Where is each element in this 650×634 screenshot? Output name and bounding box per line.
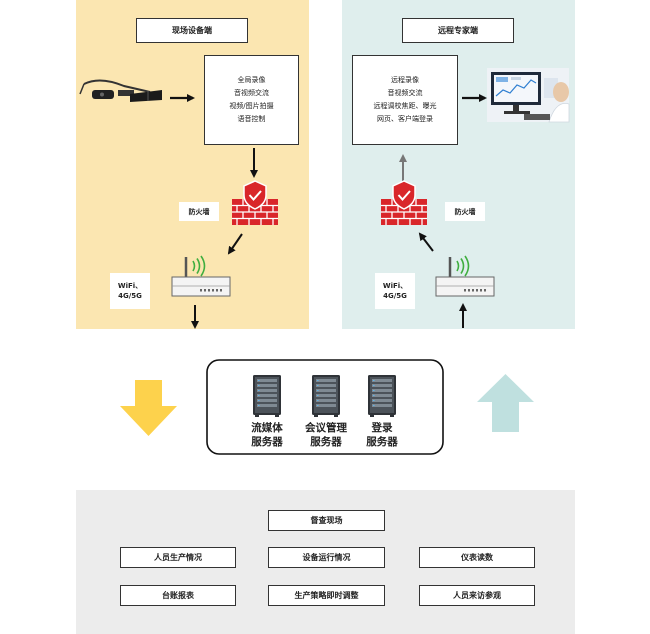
firewall-to-router-arrow bbox=[227, 233, 243, 255]
server-icon bbox=[312, 375, 340, 417]
router-icon bbox=[170, 254, 232, 298]
router-icon bbox=[434, 254, 496, 298]
firewall-icon bbox=[231, 180, 279, 226]
remote-feature-list: 远程录像 音视频交流 远程调校焦距、曝光 网页、客户端登录 bbox=[352, 55, 458, 145]
supervision-title: 督查现场 bbox=[268, 510, 385, 531]
server-label-line: 服务器 bbox=[310, 436, 342, 448]
field-device-title: 现场设备端 bbox=[136, 18, 248, 43]
server-icon bbox=[253, 375, 281, 417]
server-icon bbox=[368, 375, 396, 417]
bottom-item: 人员生产情况 bbox=[120, 547, 236, 568]
field-feature-list: 全局录像 音视频交流 视频/图片拍摄 语音控制 bbox=[204, 55, 299, 145]
meeting-server-label: 会议管理 服务器 bbox=[291, 421, 361, 449]
feature-item: 语音控制 bbox=[237, 115, 266, 123]
server-label-line: 登录 bbox=[371, 422, 393, 434]
server-label-line: 流媒体 bbox=[251, 422, 283, 434]
login-server-label: 登录 服务器 bbox=[347, 421, 417, 449]
bottom-item: 仪表读数 bbox=[419, 547, 535, 568]
feature-item: 全局录像 bbox=[237, 76, 266, 84]
feature-item: 视频/图片拍摄 bbox=[229, 102, 274, 110]
bottom-item: 设备运行情况 bbox=[268, 547, 385, 568]
smart-glasses-icon bbox=[79, 79, 162, 102]
server-label-line: 会议管理 bbox=[305, 422, 347, 434]
big-down-arrow bbox=[120, 380, 177, 436]
network-label-line: 4G/5G bbox=[383, 292, 407, 300]
network-label: WiFi、 4G/5G bbox=[110, 273, 150, 309]
bottom-item: 生产策略即时调整 bbox=[268, 585, 385, 606]
feature-item: 音视频交流 bbox=[234, 89, 269, 97]
remote-expert-workstation-icon bbox=[487, 68, 570, 123]
network-label: WiFi、 4G/5G bbox=[375, 273, 415, 309]
network-label-line: WiFi、 bbox=[382, 282, 408, 290]
feature-item: 音视频交流 bbox=[387, 89, 423, 97]
bottom-item: 人员来访参观 bbox=[419, 585, 535, 606]
server-label-line: 服务器 bbox=[366, 436, 398, 448]
network-label-line: WiFi、 bbox=[117, 282, 143, 290]
server-label-line: 服务器 bbox=[251, 436, 283, 448]
firewall-icon bbox=[380, 180, 428, 226]
network-label-line: 4G/5G bbox=[118, 292, 142, 300]
big-up-arrow bbox=[477, 374, 534, 432]
feature-item: 网页、客户端登录 bbox=[377, 115, 433, 123]
streaming-server-label: 流媒体 服务器 bbox=[232, 421, 302, 449]
feature-item: 远程调校焦距、曝光 bbox=[373, 102, 437, 110]
feature-item: 远程录像 bbox=[391, 76, 419, 84]
router-to-firewall-arrow bbox=[418, 232, 434, 252]
remote-expert-title: 远程专家端 bbox=[402, 18, 514, 43]
firewall-label: 防火墙 bbox=[445, 202, 485, 221]
firewall-label: 防火墙 bbox=[179, 202, 219, 221]
bottom-item: 台账报表 bbox=[120, 585, 236, 606]
